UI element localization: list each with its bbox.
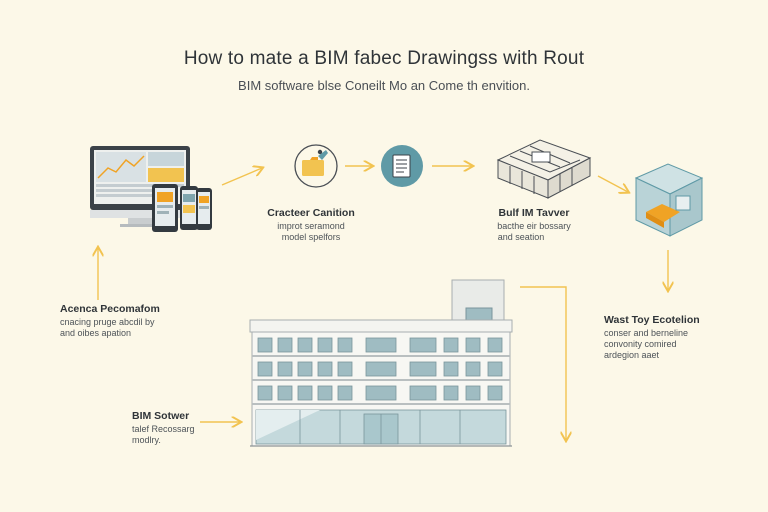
step-access-labels: Acenca Pecomafom cnacing pruge abcdil by…: [60, 303, 160, 338]
step-build-title: Bulf IM Tavver: [499, 207, 570, 219]
page-title: How to mate a BIM fabec Drawingss with R…: [183, 48, 585, 69]
step-wast-desc-3: ardegion aaet: [604, 350, 660, 360]
building-model-icon: [496, 139, 592, 199]
step-build-desc-1: bacthe eir bossary: [497, 221, 571, 231]
step-build-desc-2: and seation: [498, 232, 545, 242]
step-center-title: Cracteer Canition: [267, 207, 355, 219]
computer-devices-icon: [90, 146, 212, 232]
step-access-title: Acenca Pecomafom: [60, 303, 160, 315]
flow-arrows: [98, 166, 668, 440]
glass-cube-icon: [634, 163, 704, 237]
step-wast-title: Wast Toy Ecotelion: [604, 314, 700, 326]
step-software-desc-2: modlry.: [132, 435, 161, 445]
arrow-top-to-wast: [520, 286, 566, 440]
document-circle-icon: [381, 145, 423, 187]
step-center-desc-2: model spelfors: [282, 232, 341, 242]
step-build-labels: Bulf IM Tavver bacthe eir bossary and se…: [497, 207, 571, 242]
step-access-desc-1: cnacing pruge abcdil by: [60, 317, 155, 327]
step-center-labels: Cracteer Canition improt seramond model …: [267, 207, 355, 242]
step-software-title: BIM Sotwer: [132, 410, 189, 422]
folder-circle-icon: [294, 144, 338, 188]
step-software-labels: BIM Sotwer talef Recossarg modlry.: [132, 410, 195, 445]
arrow-computer-to-center: [221, 168, 262, 186]
step-wast-desc-2: convonity comired: [604, 339, 677, 349]
page-subtitle: BIM software blse Coneilt Mo an Come th …: [238, 78, 530, 93]
step-wast-desc-1: conser and berneline: [604, 328, 688, 338]
office-building-illustration: [249, 279, 513, 447]
step-wast-labels: Wast Toy Ecotelion conser and berneline …: [604, 314, 700, 360]
step-access-desc-2: and oibes apation: [60, 328, 131, 338]
step-software-desc-1: talef Recossarg: [132, 424, 195, 434]
step-center-desc-1: improt seramond: [277, 221, 345, 231]
arrow-build-to-cube: [597, 175, 628, 192]
